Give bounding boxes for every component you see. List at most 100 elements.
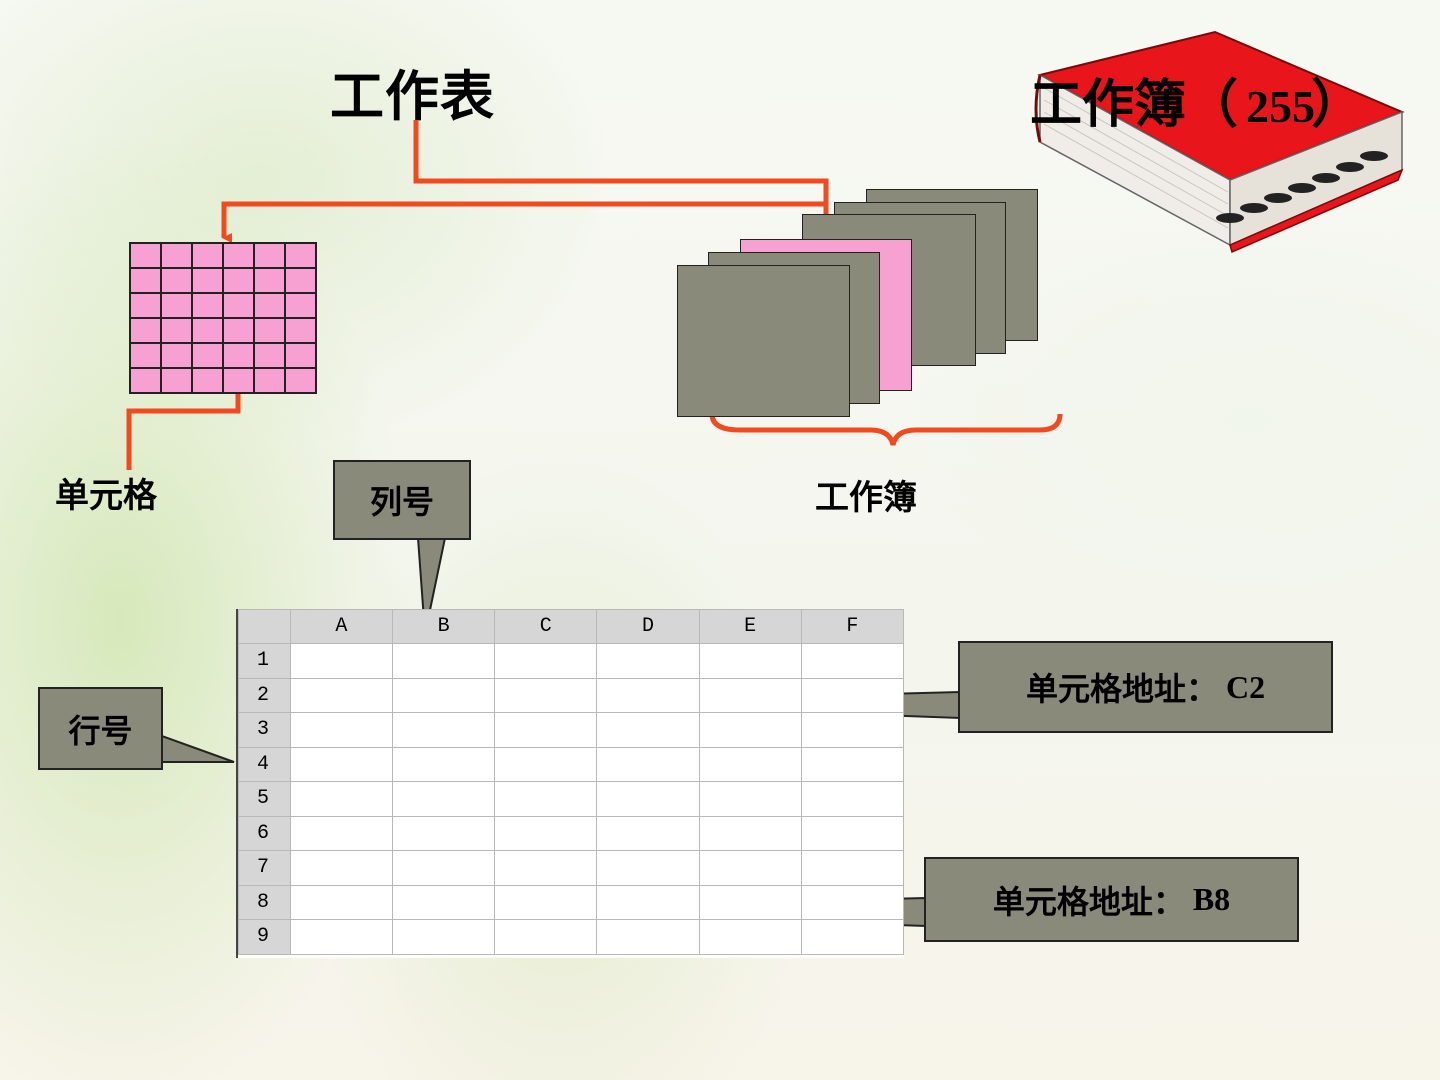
cell-grid-illustration	[129, 242, 317, 394]
cell	[596, 643, 700, 679]
cell	[800, 815, 904, 851]
cell	[698, 643, 802, 679]
workbook-count: 255	[1246, 81, 1316, 132]
table-row: 7	[238, 850, 904, 886]
book-icon	[1034, 30, 1405, 254]
cell	[289, 712, 394, 748]
table-row: 8	[238, 884, 904, 920]
workbook-title-text: 工作簿（	[1030, 75, 1239, 135]
row-header: 8	[238, 884, 291, 920]
table-row: 9	[238, 919, 904, 955]
sheet-front-1	[677, 265, 850, 417]
cell	[800, 919, 904, 955]
cell	[289, 643, 394, 679]
cell-address-callout-b8: 单元格地址： B8	[924, 857, 1299, 942]
cell-label: 单元格	[55, 476, 157, 516]
cell	[391, 746, 496, 782]
column-header-b: B	[391, 609, 496, 644]
cell-address-value: B8	[1192, 881, 1231, 917]
row-header: 5	[238, 781, 291, 817]
cell-address-value: C2	[1225, 668, 1266, 705]
cell	[596, 746, 700, 782]
cell	[698, 884, 802, 920]
row-header: 7	[238, 850, 291, 886]
cell	[289, 746, 394, 782]
cell	[391, 712, 496, 748]
cell	[289, 850, 394, 886]
cell	[698, 781, 802, 817]
cell	[800, 677, 904, 713]
cell	[698, 746, 802, 782]
cell	[494, 850, 598, 886]
row-header: 9	[238, 919, 291, 955]
column-number-callout: 列号	[333, 460, 471, 540]
cell	[596, 781, 700, 817]
cell	[494, 677, 598, 713]
workbook-title-close: ）	[1311, 75, 1364, 135]
worksheet-label: 工作表	[330, 65, 495, 128]
row-pointer	[161, 734, 235, 763]
column-header-d: D	[596, 609, 700, 644]
cell	[494, 712, 598, 748]
column-header-a: A	[289, 609, 394, 644]
row-header: 3	[238, 712, 291, 748]
row-header: 6	[238, 815, 291, 851]
cell	[494, 815, 598, 851]
arrow-to-grid	[221, 201, 826, 243]
cell	[289, 815, 394, 851]
arrow-to-workbook	[413, 120, 834, 241]
cell	[391, 815, 496, 851]
cell	[698, 677, 802, 713]
cell	[698, 815, 802, 851]
cell	[800, 712, 904, 748]
cell	[391, 884, 496, 920]
row-header: 4	[238, 746, 291, 782]
cell	[494, 643, 598, 679]
cell	[800, 850, 904, 886]
row-header: 1	[238, 643, 291, 679]
cell	[596, 712, 700, 748]
cell	[494, 746, 598, 782]
cell	[391, 919, 496, 955]
cell	[596, 850, 700, 886]
cell	[391, 781, 496, 817]
cell	[800, 884, 904, 920]
cell	[494, 919, 598, 955]
workbook-brace	[709, 413, 1063, 446]
column-header-e: E	[698, 609, 802, 644]
cell	[289, 781, 394, 817]
cell	[289, 884, 394, 920]
cell	[596, 677, 700, 713]
cell-address-label: 单元格地址：	[992, 882, 1185, 921]
cell	[289, 677, 394, 713]
cell	[596, 815, 700, 851]
cell	[800, 746, 904, 782]
row-number-callout: 行号	[38, 687, 163, 770]
row-number-label: 行号	[68, 711, 133, 750]
cell	[596, 884, 700, 920]
cell	[698, 850, 802, 886]
cell	[698, 919, 802, 955]
cell	[391, 677, 496, 713]
column-header-f: F	[800, 609, 904, 644]
cell	[391, 850, 496, 886]
table-row: 6	[238, 815, 904, 851]
spreadsheet-grid: A B C D E F 1 2 3 4 5 6 7 8 9	[236, 609, 904, 958]
cell	[800, 781, 904, 817]
row-header: 2	[238, 677, 291, 713]
workbook-label: 工作簿	[815, 478, 917, 518]
cell	[698, 712, 802, 748]
table-row: 3	[238, 712, 904, 748]
column-number-label: 列号	[369, 483, 434, 521]
column-header-c: C	[494, 609, 598, 644]
corner-header	[238, 609, 291, 644]
cell	[494, 781, 598, 817]
cell	[800, 643, 904, 679]
cell	[494, 884, 598, 920]
cell	[391, 643, 496, 679]
cell	[596, 919, 700, 955]
table-row: 1	[238, 643, 904, 679]
table-row: 4	[238, 746, 904, 782]
table-row: 2	[238, 677, 904, 713]
cell	[289, 919, 394, 955]
